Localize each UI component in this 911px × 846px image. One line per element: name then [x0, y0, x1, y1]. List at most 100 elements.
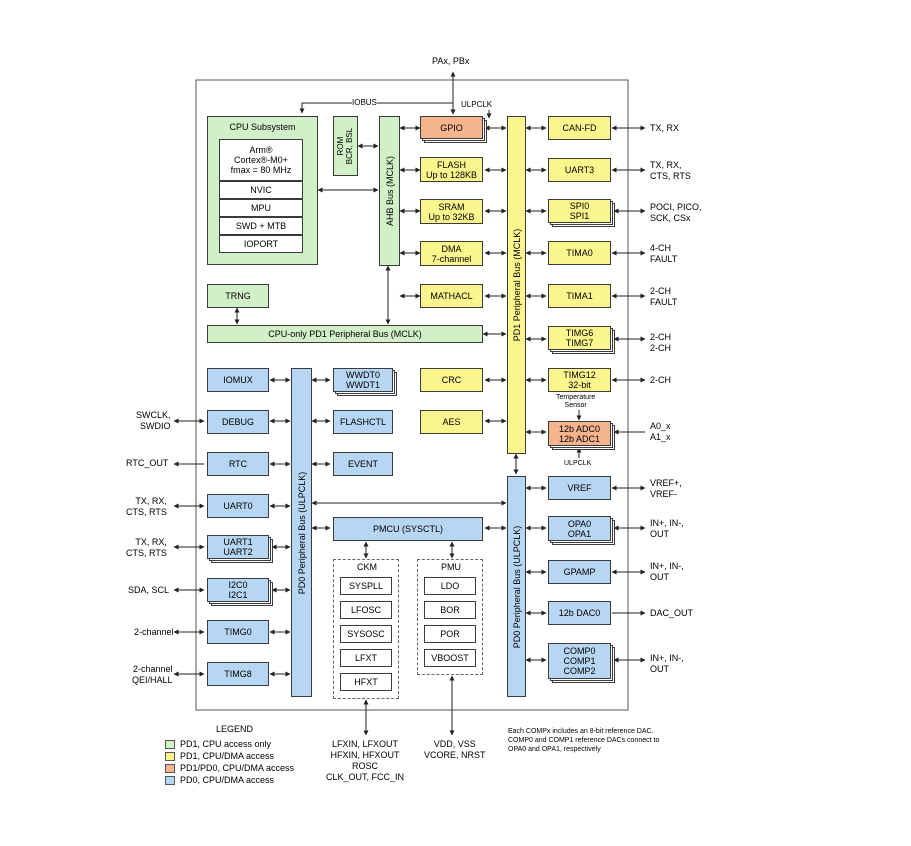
timg12-block: TIMG12 32-bit — [548, 368, 611, 392]
tima1-pins: 2-CH FAULT — [650, 286, 678, 307]
temperature-sensor-label: Temperature Sensor — [556, 394, 596, 409]
chip-outline — [195, 79, 629, 711]
spi-pins: POCI, PICO, SCK, CSx — [650, 202, 702, 223]
mpu-block: MPU — [219, 199, 303, 217]
ckm-group — [333, 559, 399, 699]
ckm-pins: LFXIN, LFXOUT HFXIN, HFXOUT ROSC CLK_OUT… — [326, 739, 405, 782]
legend-swatch-pd0 — [165, 776, 175, 785]
swd-mtb-block: SWD + MTB — [219, 217, 303, 235]
pmcu-block: PMCU (SYSCTL) — [333, 517, 483, 541]
wwdt-block: WWDT0 WWDT1 — [333, 368, 393, 392]
rtc-block: RTC — [207, 452, 269, 476]
lfosc-block: LFOSC — [340, 601, 392, 619]
timg8-pins: 2-channel QEI/HALL — [132, 664, 173, 685]
vref-block: VREF — [548, 476, 611, 500]
por-block: POR — [424, 625, 476, 643]
flash-block: FLASH Up to 128KB — [420, 157, 483, 182]
gpio-port-label: PAx, PBx — [432, 56, 470, 66]
timg0-pins: 2-channel — [134, 627, 174, 637]
sysosc-block: SYSOSC — [340, 625, 392, 643]
canfd-block: CAN-FD — [548, 116, 611, 140]
legend-title: LEGEND — [216, 724, 254, 734]
pd0-peripheral-bus-right: PD0 Peripheral Bus (ULPCLK) — [507, 476, 526, 697]
opa-pins: IN+, IN-, OUT — [650, 518, 684, 539]
ioport-block: IOPORT — [219, 235, 303, 253]
pd0-peripheral-bus-left: PD0 Peripheral Bus (ULPCLK) — [291, 368, 312, 697]
i2c-pins: SDA, SCL — [128, 585, 170, 595]
uart0-pins: TX, RX, CTS, RTS — [126, 496, 167, 517]
lfxt-block: LFXT — [340, 649, 392, 667]
comp-note: Each COMPx includes an 8-bit reference D… — [508, 728, 660, 753]
pd0-left-bus-label: PD0 Peripheral Bus (ULPCLK) — [296, 471, 307, 594]
adc-pins: A0_x A1_x — [650, 421, 671, 442]
pmu-title: PMU — [441, 562, 461, 572]
legend-item-pd0: PD0, CPU/DMA access — [180, 775, 275, 785]
pd1-peripheral-bus: PD1 Peripheral Bus (MCLK) — [507, 116, 526, 454]
ulpclk-gpio-label: ULPCLK — [461, 100, 493, 109]
dac-pins: DAC_OUT — [650, 608, 694, 618]
dma-block: DMA 7-channel — [420, 241, 483, 266]
ahb-bus-label: AHB Bus (MCLK) — [384, 155, 395, 227]
ldo-block: LDO — [424, 577, 476, 595]
bor-block: BOR — [424, 601, 476, 619]
i2c-block: I2C0 I2C1 — [207, 578, 269, 602]
iobus-label: IOBUS — [352, 97, 377, 108]
rom-label: ROM BCR, BSL — [336, 127, 355, 165]
adc-block: 12b ADC0 12b ADC1 — [548, 421, 611, 446]
uart3-block: UART3 — [548, 158, 611, 182]
gpamp-block: GPAMP — [548, 560, 611, 584]
nvic-block: NVIC — [219, 181, 303, 199]
crc-block: CRC — [420, 368, 483, 392]
vref-pins: VREF+, VREF- — [650, 478, 682, 499]
tima0-block: TIMA0 — [548, 241, 611, 265]
legend-item-pd1-dma: PD1, CPU/DMA access — [180, 751, 275, 761]
sram-block: SRAM Up to 32KB — [420, 199, 483, 224]
timg6-timg7-block: TIMG6 TIMG7 — [548, 326, 611, 350]
uart0-block: UART0 — [207, 494, 269, 518]
legend-swatch-pd1-pd0 — [165, 764, 175, 773]
aes-block: AES — [420, 410, 483, 434]
tima0-pins: 4-CH FAULT — [650, 243, 678, 264]
legend-swatch-pd1-dma — [165, 752, 175, 761]
spi-block: SPI0 SPI1 — [548, 199, 611, 223]
legend-swatch-pd1-cpu — [165, 740, 175, 749]
legend-item-pd1-cpu: PD1, CPU access only — [180, 739, 272, 749]
cpu-only-pd1-bus: CPU-only PD1 Peripheral Bus (MCLK) — [207, 325, 483, 343]
debug-pins: SWCLK, SWDIO — [136, 410, 171, 431]
gpio-block: GPIO — [420, 116, 483, 139]
comp-pins: IN+, IN-, OUT — [650, 653, 684, 674]
pmu-pins: VDD, VSS VCORE, NRST — [424, 739, 486, 760]
pmu-group — [417, 559, 483, 675]
iomux-block: IOMUX — [207, 368, 269, 392]
canfd-pins: TX, RX — [650, 123, 680, 133]
hfxt-block: HFXT — [340, 673, 392, 691]
timg0-block: TIMG0 — [207, 620, 269, 644]
rom-block: ROM BCR, BSL — [333, 116, 358, 176]
pd0-right-bus-label: PD0 Peripheral Bus (ULPCLK) — [511, 525, 522, 648]
opa-block: OPA0 OPA1 — [548, 516, 611, 541]
trng-block: TRNG — [207, 284, 269, 308]
debug-block: DEBUG — [207, 410, 269, 434]
gpamp-pins: IN+, IN-, OUT — [650, 561, 684, 582]
cpu-core: Arm® Cortex®-M0+ fmax = 80 MHz — [219, 139, 303, 181]
event-block: EVENT — [333, 452, 393, 476]
cpu-subsystem-title: CPU Subsystem — [229, 122, 296, 132]
flashctl-block: FLASHCTL — [333, 410, 393, 434]
ahb-bus: AHB Bus (MCLK) — [379, 116, 400, 266]
tima1-block: TIMA1 — [548, 284, 611, 308]
ckm-title: CKM — [357, 562, 377, 572]
uart1-uart2-block: UART1 UART2 — [207, 535, 269, 559]
ulpclk-adc-label: ULPCLK — [564, 460, 592, 467]
syspll-block: SYSPLL — [340, 577, 392, 595]
timg8-block: TIMG8 — [207, 662, 269, 686]
comp-block: COMP0 COMP1 COMP2 — [548, 643, 611, 679]
uart12-pins: TX, RX, CTS, RTS — [126, 537, 167, 558]
pd1-bus-label: PD1 Peripheral Bus (MCLK) — [511, 228, 522, 342]
vboost-block: VBOOST — [424, 649, 476, 667]
rtc-pins: RTC_OUT — [126, 458, 169, 468]
timg67-pins: 2-CH 2-CH — [650, 332, 672, 353]
legend-item-pd1-pd0: PD1/PD0, CPU/DMA access — [180, 763, 295, 773]
mathacl-block: MATHACL — [420, 284, 483, 308]
